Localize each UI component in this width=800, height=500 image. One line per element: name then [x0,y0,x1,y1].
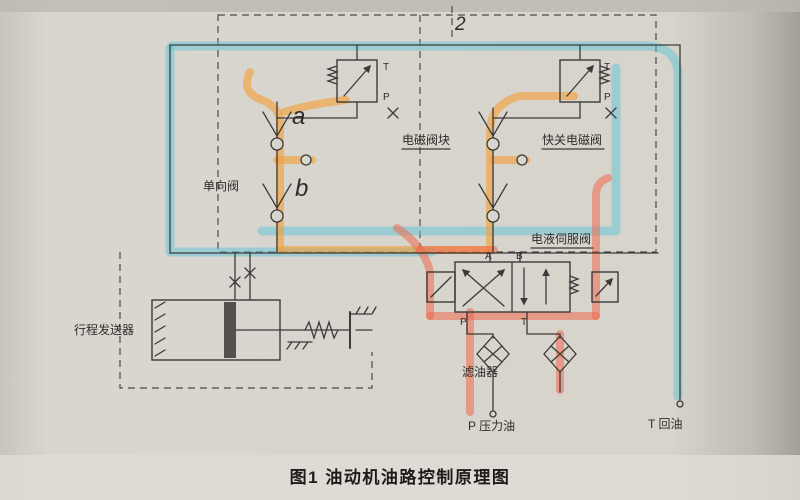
ground-symbol [286,341,313,350]
x-mark [244,267,256,279]
servo-port-T: T [521,317,527,328]
servo-port-P: P [460,317,467,328]
return-port-terminal [676,400,684,408]
label-oil-filter: 滤油器 [462,365,498,379]
hydraulic-cylinder [151,299,377,361]
annotation-b: b [295,175,308,202]
figure-caption: 图1 油动机油路控制原理图 [290,467,511,487]
servo-pilot-box [426,271,456,303]
servo-valve [426,261,619,313]
highlight-red-servo-path [393,174,612,416]
cylinder-hatching [154,301,166,357]
right-valve-port-T: T [604,62,610,73]
left-valve-port-P: P [383,92,390,103]
label-pressure-oil: P 压力油 [468,419,515,433]
annotation-a: a [292,103,305,130]
left-valve-port-T: T [383,62,389,73]
main-bus-lines [169,44,681,401]
spring-icon [568,275,580,295]
label-check-valve: 单向阀 [203,178,239,193]
spring-icon [304,319,339,341]
dashed-valve-block-boundary [119,6,657,389]
x-mark [387,107,399,119]
x-mark [605,107,617,119]
label-return-oil: T 回油 [648,417,682,431]
schematic-piping [169,44,684,418]
handwritten-number: 2 [454,14,466,35]
oil-filters [476,335,577,373]
left-solenoid-valve [325,59,378,103]
check-valve-a [262,111,292,138]
diagram-labels: T P T P a b 2 单向阀 电磁阀块 快关电磁阀 电液伺服阀 A B P… [74,14,682,433]
right-check-valves [478,111,528,223]
piston [224,302,236,358]
label-quick-close-solenoid: 快关电磁阀 [542,132,602,147]
servo-port-B: B [516,251,523,262]
filter-icon [476,335,510,373]
label-solenoid-valve-block: 电磁阀块 [402,132,450,147]
quick-close-solenoid-valve [559,59,612,103]
paper-caption-area [0,455,800,500]
pressure-port-terminal [489,410,497,418]
check-valve-b [262,183,292,210]
spring-icon [597,65,612,85]
label-stroke-transmitter: 行程发送器 [74,322,134,337]
spring-icon [325,65,340,85]
servo-port-A: A [485,251,492,262]
ground-symbol [349,306,377,315]
filter-icon [543,335,577,373]
x-mark [229,276,241,288]
paper-top-shadow [0,0,800,12]
label-servo-valve: 电液伺服阀 [531,231,591,246]
left-check-valves [262,111,312,223]
right-valve-port-P: P [604,92,611,103]
servo-end-box [591,271,619,303]
